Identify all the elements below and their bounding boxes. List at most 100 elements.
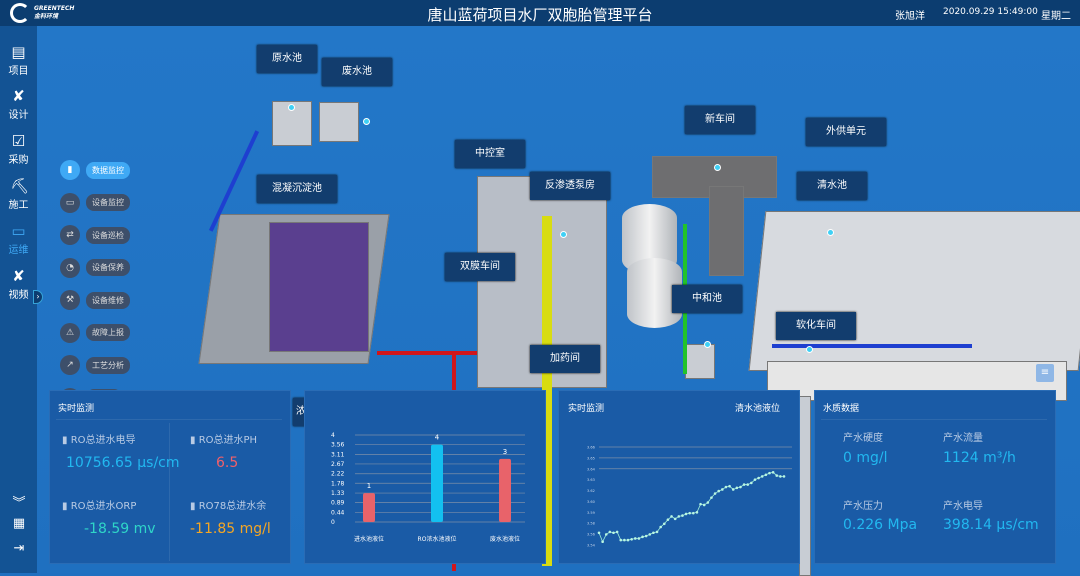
y-tick-label: 1.78 [331,480,345,487]
label-clean-water-pool[interactable]: 清水池 [797,172,867,200]
location-pin-icon[interactable] [827,229,834,236]
metric-label: 产水电导 [943,501,983,512]
data-point [713,492,717,495]
submenu-item[interactable]: ⚠ 故障上报 [60,322,130,343]
submenu-item[interactable]: ⚒设备维修 [60,290,130,310]
user-name[interactable]: 张旭洋 [895,11,925,22]
data-point [706,501,710,504]
expand-sidebar-button[interactable]: › [33,290,43,304]
water-quality-panel: 水质数据 产水硬度 0 mg/l 产水流量 1124 m³/h 产水压力 0.2… [814,390,1056,564]
y-tick-label: 0 [331,519,335,526]
label-control-room[interactable]: 中控室 [455,140,525,168]
warning-icon: ⚠ [60,322,80,343]
metric-value: 0.226 Mpa [843,517,918,533]
nav-label: 设计 [8,110,29,121]
grid-icon[interactable]: ▦ [12,516,26,531]
nav-item-design[interactable]: ✘ 设计 [0,88,37,121]
data-point [692,511,695,515]
data-point [630,537,633,541]
submenu-label: 设备监控 [86,194,130,211]
menu-icon[interactable]: ≡ [1036,364,1054,382]
location-pin-icon[interactable] [560,231,567,238]
pencil-ruler-icon: ✘ [12,87,25,105]
submenu-item[interactable]: ◔设备保养 [60,257,130,278]
data-point [677,515,681,518]
nav-item-operations[interactable]: ▭运维 [0,223,37,256]
y-tick-label: 3.59 [587,511,595,515]
y-tick-label: 3.62 [587,489,595,493]
submenu-item[interactable]: ▭设备监控 [60,192,130,213]
data-point [739,485,742,489]
line-chart: 3.663.653.643.633.623.603.593.583.563.54 [587,446,792,548]
data-point [662,522,666,526]
submenu-item[interactable]: ⇄设备巡检 [60,225,130,245]
label-coagulation-tank[interactable]: 混凝沉淀池 [257,175,337,203]
label-membrane-workshop[interactable]: 双膜车间 [445,253,515,281]
x-tick-label: 废水池液位 [490,535,520,543]
label-ro-pump-room[interactable]: 反渗透泵房 [530,172,610,200]
location-pin-icon[interactable] [363,118,370,125]
data-point [601,540,604,544]
sidebar: ▤项目 ✘ 设计 ☑采购 ⛏施工 ▭运维 ✘ 视频 ︾ ▦ ⇥ [0,26,37,573]
data-point [637,537,641,540]
data-point [681,514,684,517]
label-new-workshop[interactable]: 新车间 [685,106,755,134]
submenu-item[interactable]: ▮数据监控 [60,160,130,180]
data-point [597,531,601,535]
page-title: 唐山蓝荷项目水厂双胞胎管理平台 [427,6,653,24]
y-tick-label: 3.60 [587,500,595,504]
y-tick-label: 3.56 [587,533,595,537]
label-softening-workshop[interactable]: 软化车间 [776,312,856,340]
y-tick-label: 3.63 [587,478,595,482]
nav-label: 视频 [8,290,29,301]
location-pin-icon[interactable] [288,104,295,111]
metric-label: ▮ RO总进水电导 [62,435,136,446]
nav-item-purchase[interactable]: ☑采购 [0,133,37,166]
collapse-icon[interactable]: ︾ [12,496,26,511]
metric-label: ▮ RO78总进水余 [190,501,267,512]
submenu-item[interactable]: ↗工艺分析 [60,355,130,375]
label-raw-water-pool[interactable]: 原水池 [257,45,317,73]
data-label: 4 [435,434,440,442]
label-dosing-room[interactable]: 加药间 [530,345,600,373]
maintenance-icon: ◔ [60,257,80,278]
weekday: 星期二 [1041,11,1071,22]
location-pin-icon[interactable] [714,164,721,171]
data-point [688,511,691,515]
pencil-ruler-icon: ✘ [12,267,25,285]
data-point [782,475,786,478]
logo-mark-icon [10,3,30,23]
label-external-supply[interactable]: 外供单元 [806,118,886,146]
clipboard-check-icon: ☑ [11,132,26,150]
label-neutralization-pool[interactable]: 中和池 [672,285,742,313]
location-pin-icon[interactable] [704,341,711,348]
data-point [604,533,608,536]
logout-icon[interactable]: ⇥ [13,541,25,556]
location-pin-icon[interactable] [806,346,813,353]
label-waste-water-pool[interactable]: 废水池 [322,58,392,86]
data-point [779,475,782,478]
metric-label: 产水流量 [943,433,983,444]
data-point [619,538,623,542]
nav-item-video[interactable]: ✘ 视频 [0,268,37,301]
submenu-label: 故障上报 [86,324,130,341]
data-point [615,530,619,534]
divider [169,423,170,561]
data-point [673,517,677,521]
metric-value: 6.5 [216,455,239,471]
data-point [768,471,771,475]
submenu-label: 数据监控 [86,161,130,179]
metric-value: 0 mg/l [843,450,888,466]
wrench-icon: ⚒ [60,290,80,310]
nav-item-construction[interactable]: ⛏施工 [0,178,37,211]
data-point [735,486,739,490]
metric-value: 398.14 μs/cm [943,517,1039,533]
y-tick-label: 3.58 [587,522,595,526]
series-line [598,471,784,543]
data-point [684,512,688,516]
data-point [670,515,673,518]
y-tick-label: 2.67 [331,461,345,468]
nav-item-project[interactable]: ▤项目 [0,44,37,77]
